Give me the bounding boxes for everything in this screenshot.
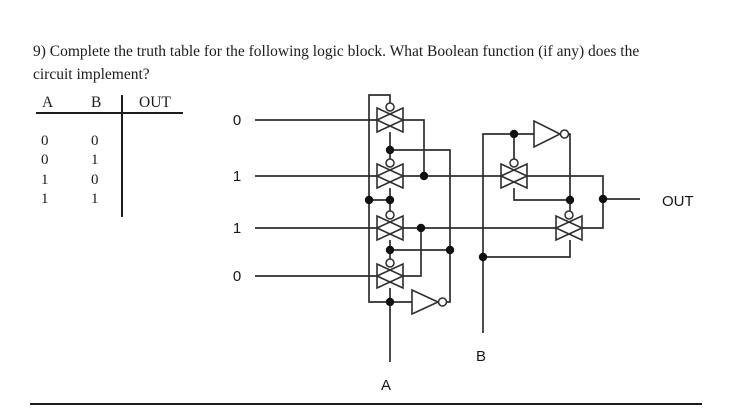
truth-table-header-out: OUT: [139, 94, 171, 111]
transmission-gate-6: [554, 210, 584, 242]
truth-table-column-divider: [121, 95, 123, 217]
question-line-1: 9) Complete the truth table for the foll…: [33, 43, 640, 60]
page-bottom-rule: [30, 403, 702, 405]
truth-table-header-rule: [36, 112, 183, 114]
junction-dot: [598, 194, 608, 204]
truth-table-cell-a: 0: [41, 133, 49, 149]
transmission-gate-5: [499, 158, 529, 190]
pmos-bubble: [385, 210, 395, 220]
transmission-gate-2: [375, 158, 405, 190]
transmission-gate-3: [375, 210, 405, 242]
input-label-1: 1: [233, 168, 241, 185]
junction-dot: [416, 223, 426, 233]
wire-pair2-output: [403, 227, 556, 277]
inverter-bubble: [437, 297, 448, 307]
truth-table-cell-b: 0: [91, 133, 99, 149]
pmos-bubble: [385, 102, 395, 112]
signal-label-out: OUT: [662, 193, 694, 210]
input-label-0: 0: [233, 112, 241, 129]
truth-table-cell-b: 1: [91, 191, 99, 207]
inverter-bubble: [559, 129, 570, 139]
signal-label-b: B: [476, 348, 486, 365]
wire-net-b-bar: [513, 133, 571, 211]
junction-dot: [385, 245, 395, 255]
junction-dot: [385, 145, 395, 155]
wire-net-a-bar: [389, 132, 451, 303]
pmos-bubble: [564, 210, 574, 220]
junction-dot: [385, 195, 395, 205]
junction-dot: [419, 171, 429, 181]
wire-pair1-output: [403, 119, 501, 177]
question-line-2: circuit implement?: [33, 66, 150, 83]
inverter-b: [533, 119, 570, 149]
pmos-bubble: [385, 258, 395, 268]
truth-table-cell-b: 0: [91, 172, 99, 188]
transmission-gate-1: [375, 102, 405, 134]
junction-dot: [364, 195, 374, 205]
truth-table-header-b: B: [91, 94, 102, 111]
signal-label-a: A: [381, 377, 391, 394]
truth-table-cell-a: 1: [41, 172, 49, 188]
input-label-3: 0: [233, 268, 241, 285]
junction-dot: [478, 252, 488, 262]
truth-table-cell-b: 1: [91, 152, 99, 168]
inverter-a: [411, 288, 448, 316]
truth-table-header-a: A: [42, 94, 54, 111]
wire-output: [527, 175, 640, 229]
junction-dot: [445, 245, 455, 255]
junction-dot: [385, 297, 395, 307]
pmos-bubble: [385, 158, 395, 168]
junction-dot: [509, 129, 519, 139]
input-label-2: 1: [233, 220, 241, 237]
transmission-gate-4: [375, 258, 405, 290]
junction-dot: [565, 195, 575, 205]
pmos-bubble: [509, 158, 519, 168]
junction-dots: [364, 129, 608, 307]
truth-table-cell-a: 1: [41, 191, 49, 207]
truth-table-cell-a: 0: [41, 152, 49, 168]
